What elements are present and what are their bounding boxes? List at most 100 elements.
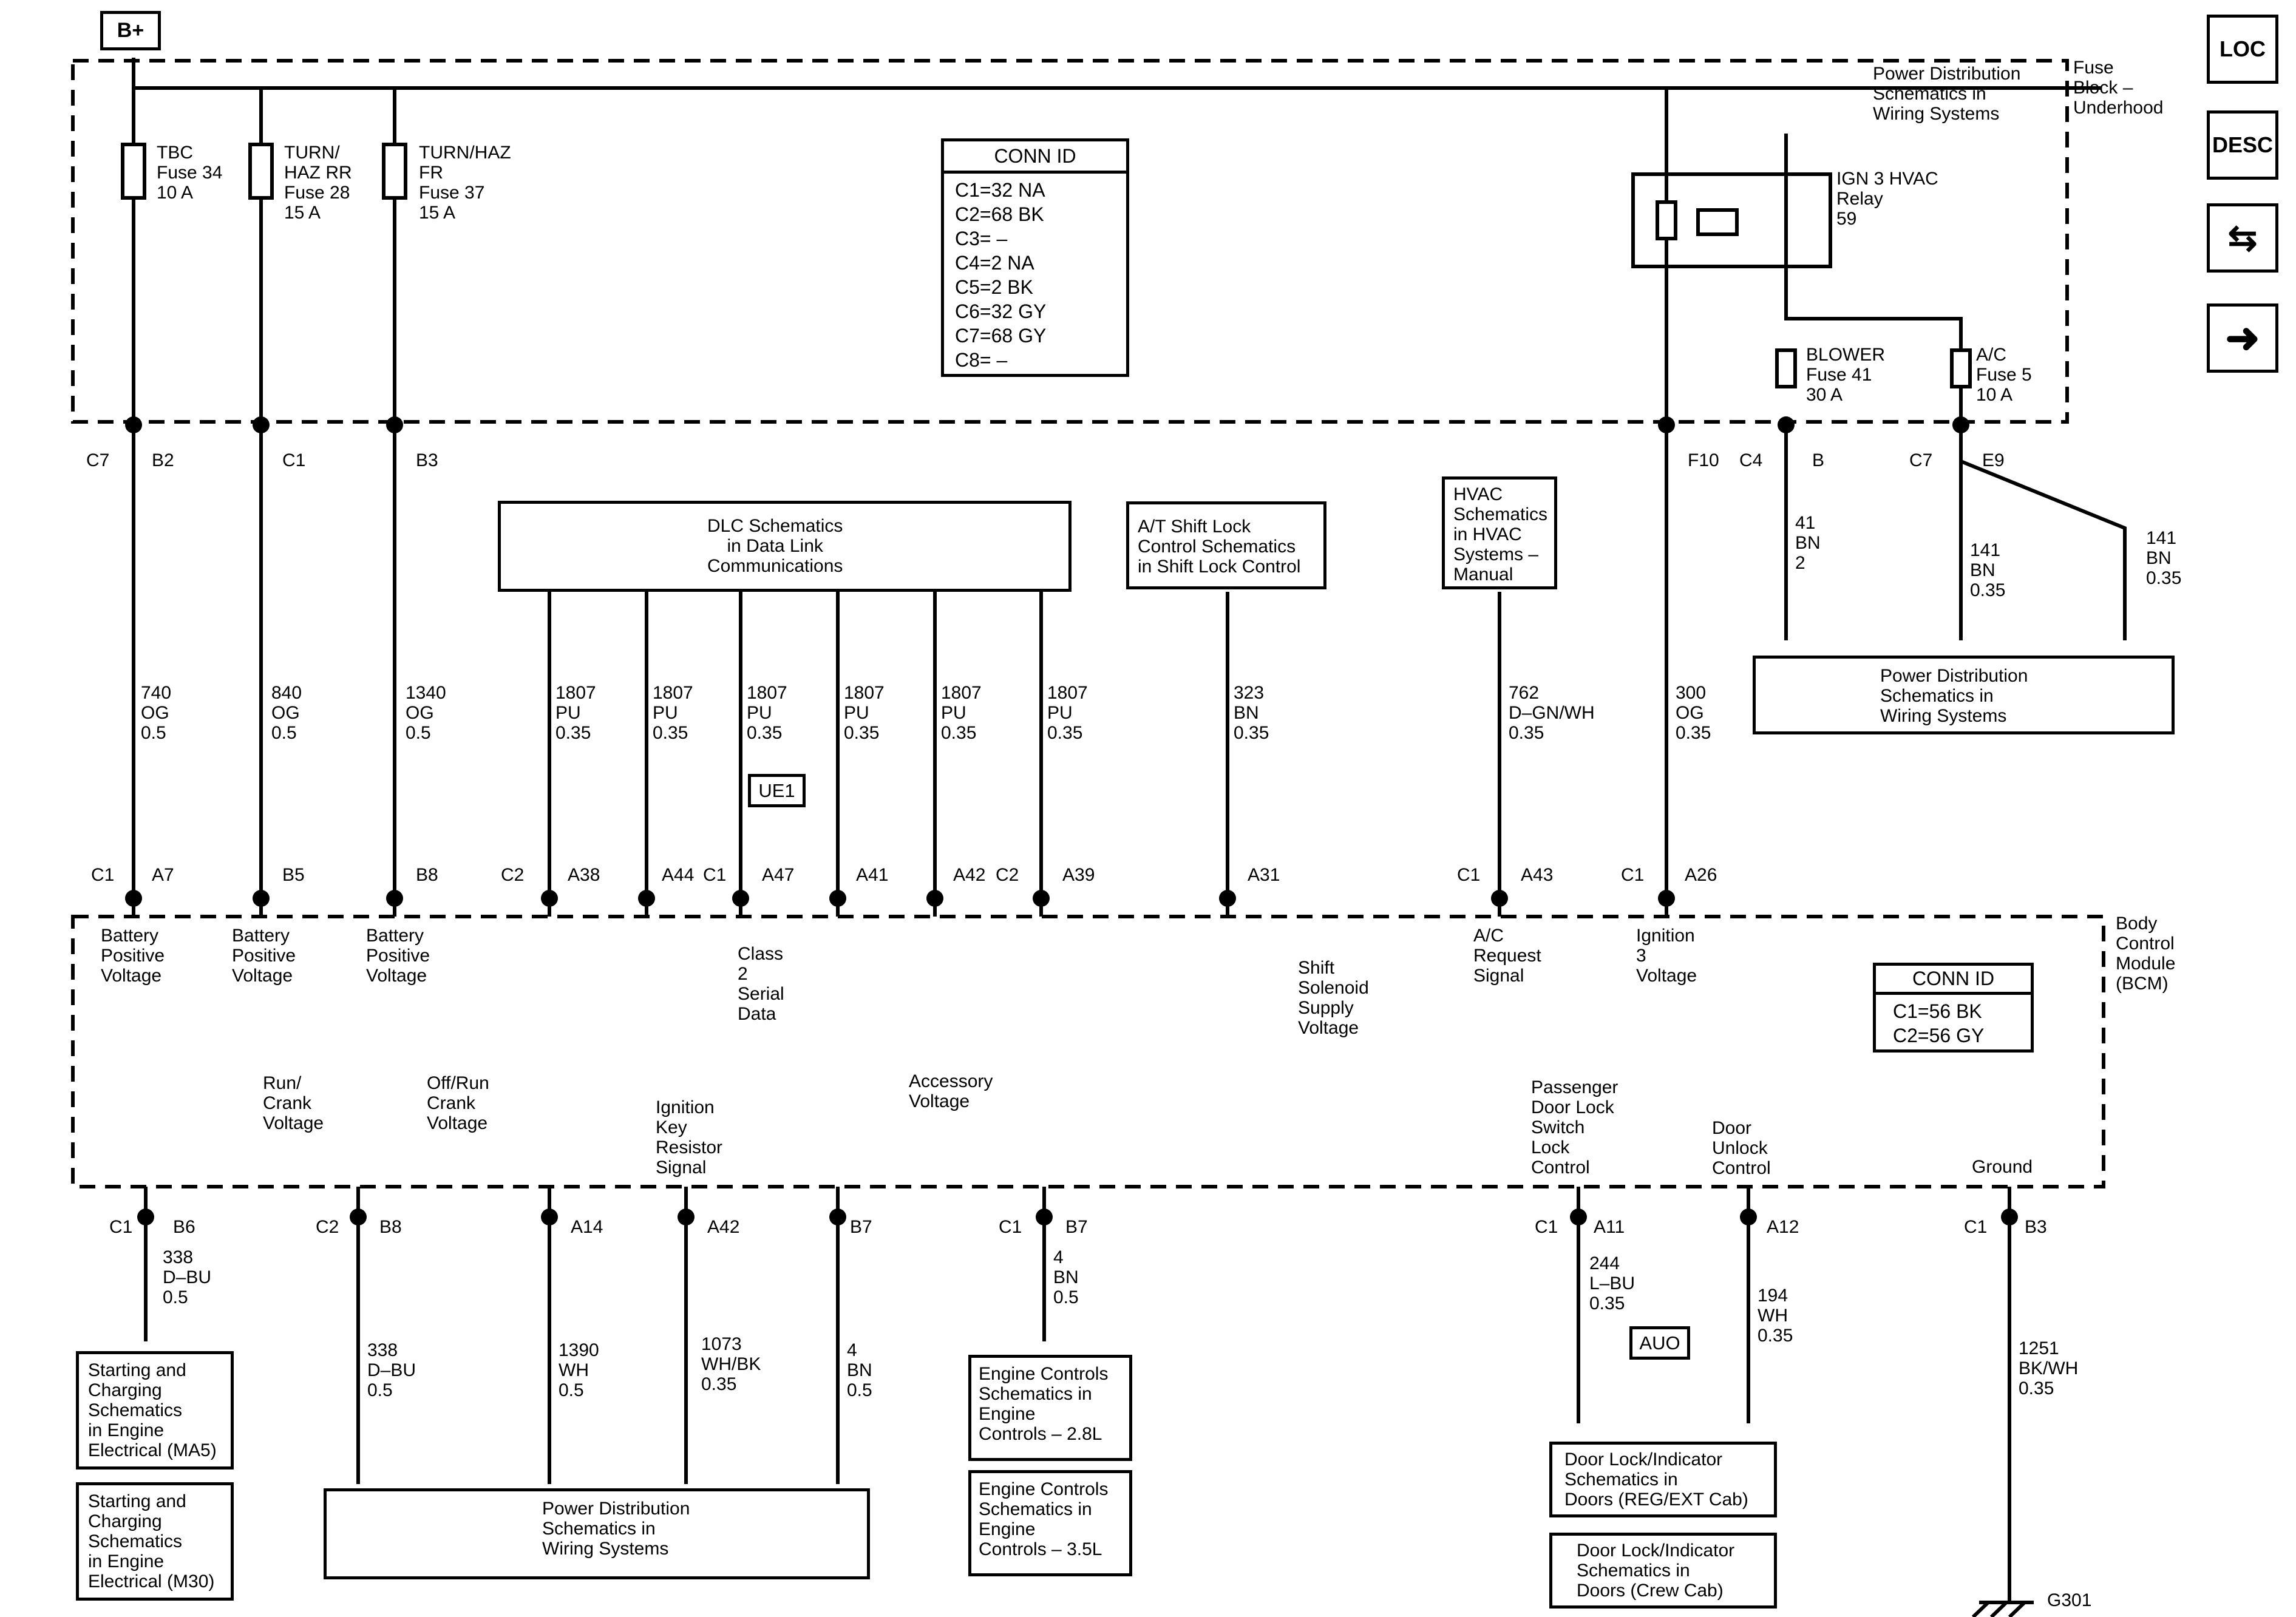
- conn-e9: E9: [1982, 450, 2005, 470]
- fuse-block-label: Fuse Block – Underhood: [2073, 58, 2164, 118]
- conn-c1-b3: C1: [1964, 1217, 1988, 1237]
- wire-1340: 1340 OG 0.5: [406, 683, 446, 743]
- conn-c2-b8: C2: [316, 1217, 339, 1237]
- bcm-output-wires: [144, 1187, 1046, 1484]
- battery-voltage-3: Battery Positive Voltage: [366, 926, 430, 986]
- conn-f10: F10: [1688, 450, 1719, 470]
- conn-c1-top: C1: [282, 450, 306, 470]
- conn-a11: A11: [1594, 1217, 1625, 1237]
- shift-lock-reference-box[interactable]: A/T Shift Lock Control Schematics in Shi…: [1126, 501, 1326, 589]
- bcm-outline: [71, 915, 2105, 1188]
- power-ref-wires: [1784, 425, 2127, 640]
- conn-c1-a7: C1: [91, 865, 115, 885]
- connector-pins: [125, 416, 2018, 1225]
- fuse-feeds: [132, 88, 396, 425]
- wire-1807-e: 1807 PU 0.35: [941, 683, 982, 743]
- ign3-hvac-relay-box: [1631, 172, 1832, 268]
- door-crew-reference-box[interactable]: Door Lock/Indicator Schematics in Doors …: [1549, 1533, 1777, 1609]
- top-power-ref-label: Power Distribution Schematics in Wiring …: [1873, 64, 2021, 124]
- conn-b8-bottom: B8: [379, 1217, 402, 1237]
- conn-c1-a26: C1: [1621, 865, 1645, 885]
- fuse-5-symbol: [1950, 348, 1972, 388]
- door-and-ground-wires: [1577, 1187, 2011, 1602]
- signal-wires: [1226, 592, 1501, 917]
- wire-141-a: 141 BN 0.35: [1970, 540, 2006, 600]
- auo-option-box: AUO: [1629, 1326, 1690, 1360]
- wire-1073: 1073 WH/BK 0.35: [701, 1334, 761, 1394]
- fuse-34-symbol: [121, 143, 146, 200]
- conn-b7-right: B7: [1065, 1217, 1088, 1237]
- conn-c1-b6: C1: [109, 1217, 133, 1237]
- bcm-conn-id-box: CONN ID C1=56 BK C2=56 GY: [1873, 963, 2034, 1053]
- conn-a26: A26: [1685, 865, 1717, 885]
- class-2-serial-data: Class 2 Serial Data: [738, 944, 784, 1024]
- conn-c7: C7: [86, 450, 110, 470]
- starting-ma5-reference-box[interactable]: Starting and Charging Schematics in Engi…: [76, 1351, 234, 1470]
- fuse-ac-label: A/C Fuse 5 10 A: [1976, 345, 2032, 405]
- door-unlock-control: Door Unlock Control: [1712, 1118, 1771, 1178]
- bcm-label: Body Control Module (BCM): [2116, 914, 2176, 994]
- engine-28-reference-box[interactable]: Engine Controls Schematics in Engine Con…: [968, 1355, 1132, 1461]
- conn-a31: A31: [1248, 865, 1280, 885]
- wire-1807-d: 1807 PU 0.35: [844, 683, 885, 743]
- wire-1251: 1251 BK/WH 0.35: [2019, 1338, 2079, 1398]
- power-bottom-reference-box[interactable]: Power Distribution Schematics in Wiring …: [324, 1488, 870, 1579]
- conn-a44: A44: [662, 865, 695, 885]
- fuse-turn-fr-label: TURN/HAZ FR Fuse 37 15 A: [419, 143, 511, 223]
- ignition-3-voltage: Ignition 3 Voltage: [1636, 926, 1697, 986]
- starting-m30-reference-box[interactable]: Starting and Charging Schematics in Engi…: [76, 1482, 234, 1601]
- relay-label: IGN 3 HVAC Relay 59: [1836, 169, 1938, 229]
- ac-request-signal: A/C Request Signal: [1473, 926, 1541, 986]
- wire-1807-b: 1807 PU 0.35: [653, 683, 693, 743]
- conn-a41: A41: [856, 865, 889, 885]
- conn-b2: B2: [152, 450, 174, 470]
- hvac-reference-box[interactable]: HVAC Schematics in HVAC Systems – Manual: [1442, 476, 1557, 589]
- desc-button[interactable]: DESC: [2207, 110, 2278, 180]
- conn-b7: B7: [850, 1217, 872, 1237]
- conn-b5: B5: [282, 865, 305, 885]
- door-reg-ext-reference-box[interactable]: Door Lock/Indicator Schematics in Doors …: [1549, 1442, 1777, 1517]
- main-feed-wires: [132, 425, 1668, 917]
- wire-338-a: 338 D–BU 0.5: [163, 1247, 212, 1307]
- off-run-crank-voltage: Off/Run Crank Voltage: [427, 1073, 489, 1133]
- fuse-41-symbol: [1775, 348, 1797, 388]
- conn-a12: A12: [1767, 1217, 1799, 1237]
- engine-35-reference-box[interactable]: Engine Controls Schematics in Engine Con…: [968, 1470, 1132, 1576]
- conn-a43: A43: [1521, 865, 1554, 885]
- power-right-reference-box[interactable]: Power Distribution Schematics in Wiring …: [1753, 656, 2175, 734]
- fuse-block-conn-id-box: CONN ID C1=32 NA C2=68 BK C3= – C4=2 NA …: [941, 138, 1129, 377]
- fuse-turn-rr-label: TURN/ HAZ RR Fuse 28 15 A: [284, 143, 352, 223]
- conn-a42-bottom: A42: [707, 1217, 740, 1237]
- battery-voltage-2: Battery Positive Voltage: [232, 926, 296, 986]
- tools-icon[interactable]: ⇆: [2207, 203, 2278, 273]
- relay-armature: [1696, 208, 1739, 236]
- b-plus-bus: [132, 58, 2101, 90]
- dlc-reference-box[interactable]: DLC Schematics in Data Link Communicatio…: [498, 501, 1072, 592]
- conn-id-list: C1=32 NA C2=68 BK C3= – C4=2 NA C5=2 BK …: [955, 179, 1047, 371]
- battery-voltage-1: Battery Positive Voltage: [101, 926, 165, 986]
- conn-a14: A14: [571, 1217, 603, 1237]
- loc-button[interactable]: LOC: [2207, 15, 2278, 84]
- conn-b8: B8: [416, 865, 438, 885]
- class2-data-wires: [548, 592, 1043, 917]
- fuse-block-outline: [71, 59, 2069, 424]
- next-arrow-icon[interactable]: ➜: [2207, 303, 2278, 373]
- fuse-37-symbol: [382, 143, 407, 200]
- fuse-28-symbol: [248, 143, 274, 200]
- wire-1390: 1390 WH 0.5: [559, 1340, 599, 1400]
- conn-b6: B6: [173, 1217, 195, 1237]
- conn-c2-a39: C2: [996, 865, 1019, 885]
- wire-4-b: 4 BN 0.5: [1053, 1247, 1079, 1307]
- conn-b3: B3: [416, 450, 438, 470]
- bcm-ground-label: Ground: [1972, 1157, 2033, 1177]
- wire-323: 323 BN 0.35: [1234, 683, 1269, 743]
- wire-1807-f: 1807 PU 0.35: [1047, 683, 1088, 743]
- conn-c1-a11: C1: [1535, 1217, 1558, 1237]
- wire-840: 840 OG 0.5: [271, 683, 302, 743]
- fuse-tbc-label: TBC Fuse 34 10 A: [157, 143, 223, 203]
- conn-c2-a38: C2: [501, 865, 525, 885]
- shift-solenoid-supply: Shift Solenoid Supply Voltage: [1298, 958, 1369, 1038]
- ue1-option-box: UE1: [748, 774, 806, 807]
- wire-740: 740 OG 0.5: [141, 683, 172, 743]
